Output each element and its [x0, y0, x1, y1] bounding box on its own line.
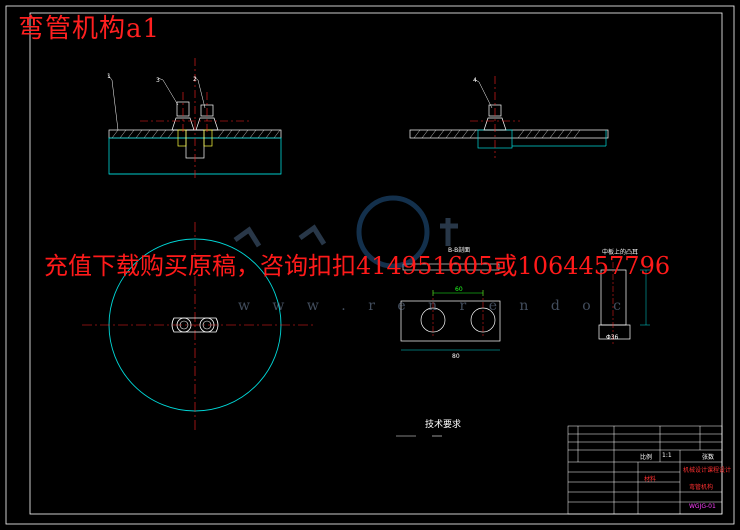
tech-requirements-title: 技术要求 — [425, 420, 462, 430]
title-block-sheet-label: 张数 — [702, 454, 715, 461]
part-label-2: 2 — [193, 76, 197, 83]
title-block-drawing-no: WGJG-01 — [689, 503, 716, 510]
title-block-scale-label: 比例 — [640, 454, 653, 461]
dim-80: 80 — [452, 353, 460, 360]
detail-view-2: 中板上的凸耳 Φ36 — [598, 248, 650, 345]
inner-frame — [29, 12, 723, 515]
title-block-part-name: 弯管机构 — [689, 484, 714, 491]
dim-60: 60 — [455, 286, 463, 293]
detail-label-2: 中板上的凸耳 — [602, 248, 638, 256]
detail-view-1: B-B剖面 60 80 — [400, 246, 501, 360]
watermark-logo — [233, 195, 458, 269]
purchase-notice: 充值下载购买原稿，咨询扣扣414951605或1064457796 — [44, 252, 671, 280]
part-label-3: 3 — [156, 77, 160, 84]
top-view — [82, 222, 316, 432]
outer-frame — [5, 5, 735, 525]
part-label-1: 1 — [107, 73, 111, 80]
title-block — [567, 425, 723, 515]
title-block-school: 机械设计课程设计 — [683, 467, 732, 474]
front-view: 1 3 2 — [107, 58, 282, 180]
detail-label-1: B-B剖面 — [448, 246, 470, 254]
title-block-material-label: 材料 — [644, 476, 657, 483]
side-view: 4 — [409, 76, 609, 158]
dim-phi36: Φ36 — [606, 334, 619, 341]
watermark-text: w w w . r e n r e n d o c — [238, 298, 631, 314]
part-label-4: 4 — [473, 77, 477, 84]
title-block-scale-value: 1:1 — [662, 452, 672, 459]
drawing-title: 弯管机构a1 — [18, 14, 161, 44]
